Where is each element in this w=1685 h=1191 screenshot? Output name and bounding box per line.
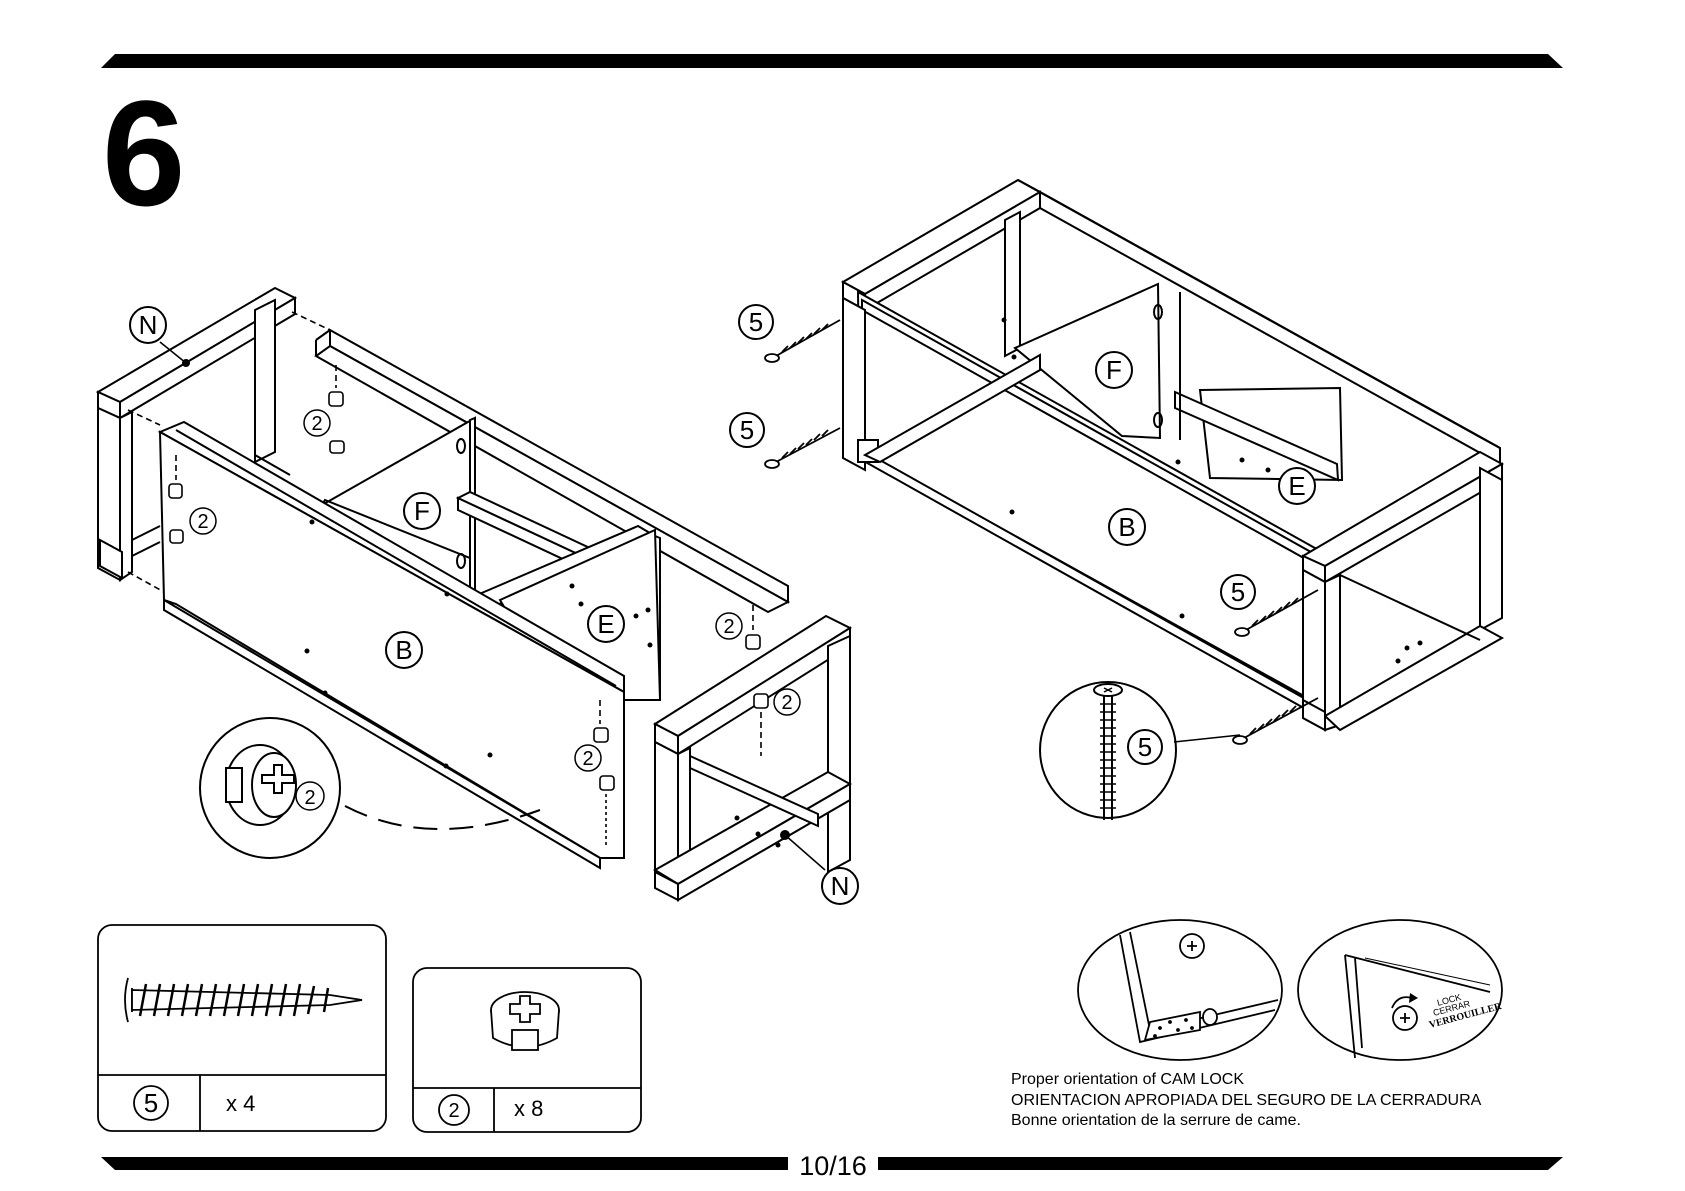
legend-cam-qty: x 8	[514, 1096, 543, 1121]
assembled-diagram	[765, 180, 1502, 820]
legend-screw-id: 5	[144, 1088, 158, 1118]
label-n-left: N	[139, 310, 158, 340]
cam-lock-icon	[491, 992, 559, 1050]
cam-lock-note-en: Proper orientation of CAM LOCK	[1011, 1071, 1244, 1088]
label-b-left: B	[395, 635, 412, 665]
legend-cam-id: 2	[448, 1100, 459, 1122]
panel-n-right	[655, 616, 850, 900]
label-screw-1: 5	[749, 307, 763, 337]
label-e-left: E	[597, 609, 614, 639]
legend-screw-qty: x 4	[226, 1091, 255, 1116]
label-screw-detail: 5	[1138, 732, 1152, 762]
label-b-right: B	[1118, 512, 1135, 542]
label-f-left: F	[414, 496, 430, 526]
page-number: 10/16	[799, 1151, 867, 1181]
step-number: 6	[102, 69, 185, 237]
parts-box-screw: 5 x 4	[98, 925, 386, 1131]
header-bar	[101, 54, 1563, 68]
label-cam-3: 2	[723, 616, 734, 638]
label-cam-4: 2	[781, 692, 792, 714]
footer-bar-left	[101, 1157, 788, 1170]
label-cam-5: 2	[582, 748, 593, 770]
label-f-right: F	[1106, 355, 1122, 385]
cam-lock-note-fr: Bonne orientation de la serrure de came.	[1011, 1112, 1301, 1129]
label-cam-detail: 2	[304, 787, 315, 809]
label-n-right: N	[831, 871, 850, 901]
cam-lock-note-es: ORIENTACION APROPIADA DEL SEGURO DE LA C…	[1011, 1092, 1482, 1109]
parts-box-cam-lock: 2 x 8	[413, 968, 641, 1132]
cam-lock-orientation-detail: LOCK CERRAR VERROUILLER	[1078, 920, 1503, 1060]
label-cam-2: 2	[197, 511, 208, 533]
label-screw-2: 5	[740, 415, 754, 445]
footer-bar-right	[878, 1157, 1563, 1170]
label-screw-3: 5	[1231, 577, 1245, 607]
label-cam-1: 2	[311, 413, 322, 435]
label-e-right: E	[1288, 471, 1305, 501]
